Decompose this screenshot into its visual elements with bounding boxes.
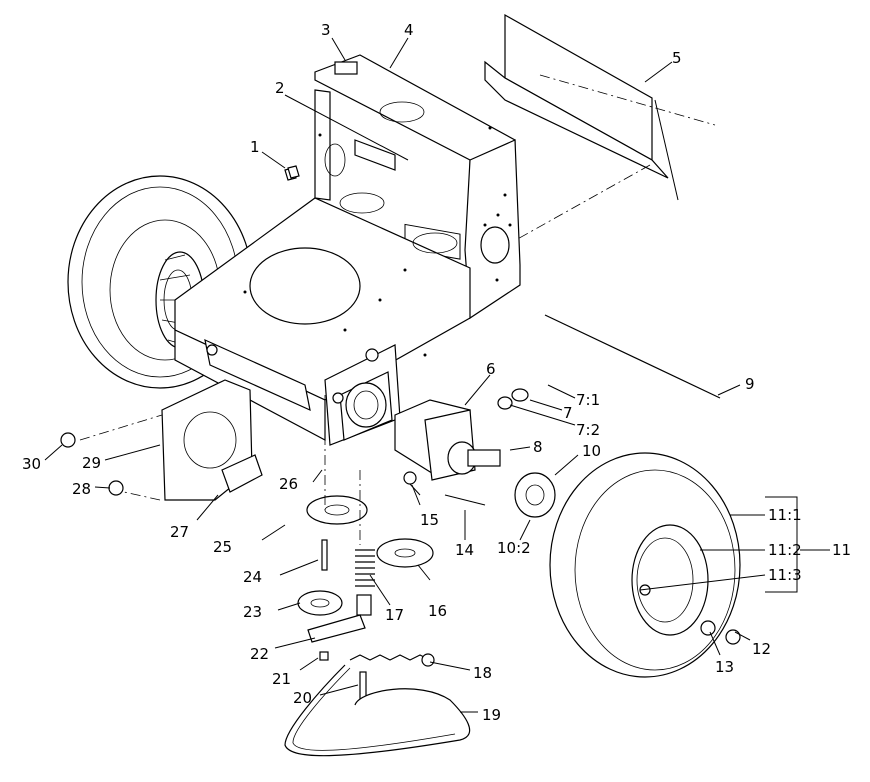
callout-7-1: 7:1 [576, 391, 600, 409]
callout-11-3: 11:3 [768, 566, 802, 584]
callout-5: 5 [672, 49, 682, 67]
callout-18: 18 [473, 664, 492, 682]
callout-27: 27 [170, 523, 189, 541]
callout-10-2: 10:2 [497, 539, 531, 557]
callout-labels: 1 2 3 4 5 6 7:1 7 7:2 8 9 10 10:2 11 11:… [22, 21, 851, 724]
callout-16: 16 [428, 602, 447, 620]
callout-11: 11 [832, 541, 851, 559]
callout-20: 20 [293, 689, 312, 707]
callout-11-2: 11:2 [768, 541, 802, 559]
callout-17: 17 [385, 606, 404, 624]
callout-13: 13 [715, 658, 734, 676]
callout-12: 12 [752, 640, 771, 658]
leader-lines [44, 37, 830, 713]
drive-belt [284, 664, 471, 757]
wheel-motor [394, 388, 556, 518]
callout-2: 2 [275, 79, 285, 97]
callout-21: 21 [272, 670, 291, 688]
callout-25: 25 [213, 538, 232, 556]
main-frame [174, 54, 521, 446]
callout-7: 7 [563, 404, 573, 422]
callout-23: 23 [243, 603, 262, 621]
rod [544, 314, 721, 399]
callout-4: 4 [404, 21, 414, 39]
callout-19: 19 [482, 706, 501, 724]
bolts [403, 471, 486, 506]
callout-3: 3 [321, 21, 331, 39]
callout-30: 30 [22, 455, 41, 473]
callout-22: 22 [250, 645, 269, 663]
callout-11-1: 11:1 [768, 506, 802, 524]
callout-8: 8 [533, 438, 543, 456]
callout-29: 29 [82, 454, 101, 472]
callout-28: 28 [72, 480, 91, 498]
callout-1: 1 [250, 138, 260, 156]
callout-26: 26 [279, 475, 298, 493]
callout-24: 24 [243, 568, 262, 586]
right-front-wheel [549, 452, 741, 678]
callout-15: 15 [420, 511, 439, 529]
callout-14: 14 [455, 541, 474, 559]
callout-6: 6 [486, 360, 496, 378]
callout-10: 10 [582, 442, 601, 460]
side-mount-plate [79, 379, 263, 501]
callout-7-2: 7:2 [576, 421, 600, 439]
callout-9: 9 [745, 375, 755, 393]
nuts [60, 165, 300, 496]
